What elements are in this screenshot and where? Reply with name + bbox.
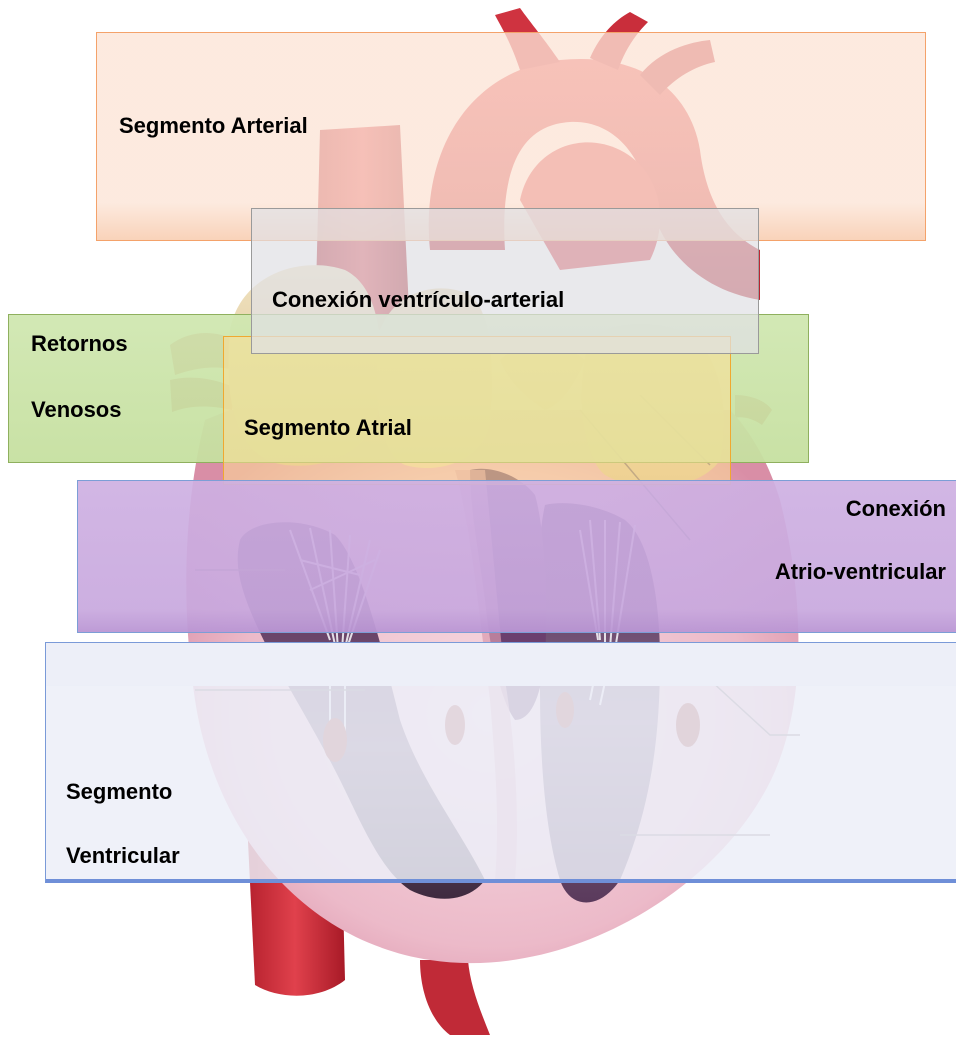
descending-aorta — [420, 960, 490, 1035]
label-conexion: Conexión — [846, 498, 946, 520]
band-conexion-ventriculo-arterial: Conexión ventrículo-arterial — [251, 208, 759, 354]
label-venosos: Venosos — [31, 399, 121, 421]
label-atrio-ventricular: Atrio-ventricular — [775, 561, 946, 583]
label-conexion-ventriculo-arterial: Conexión ventrículo-arterial — [272, 289, 564, 311]
ventricular-region-final: Segmento Ventricular — [45, 642, 956, 883]
label-segmento-atrial: Segmento Atrial — [244, 417, 412, 439]
band-conexion-atrio-ventricular: Conexión Atrio-ventricular — [77, 480, 956, 633]
label-segmento: Segmento — [66, 781, 172, 803]
label-ventricular: Ventricular — [66, 845, 180, 867]
label-segmento-arterial: Segmento Arterial — [119, 115, 308, 137]
label-retornos: Retornos — [31, 333, 128, 355]
band-segmento-atrial: Segmento Atrial — [223, 336, 731, 485]
